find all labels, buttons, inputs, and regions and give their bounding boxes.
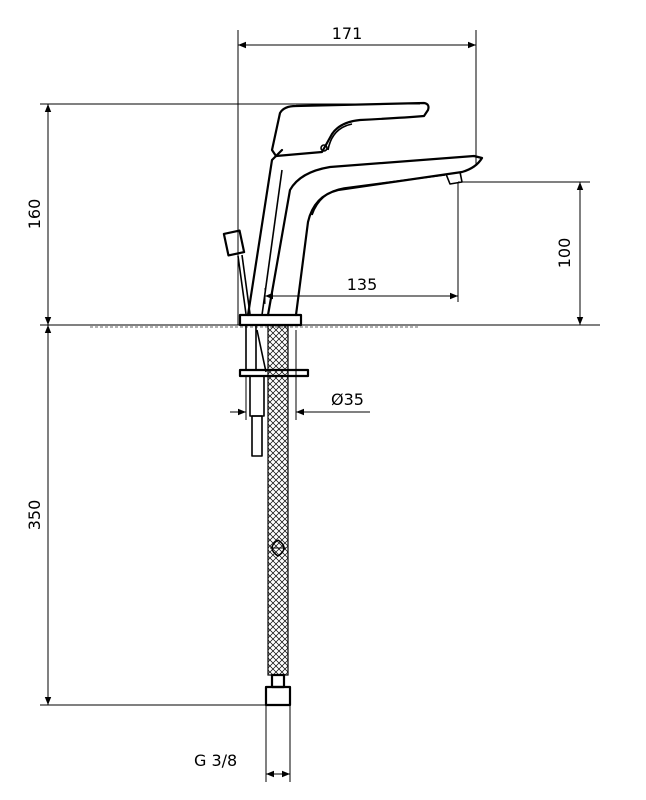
dim-label-350: 350	[25, 500, 44, 531]
lever-handle	[270, 101, 430, 158]
dim-thread: G 3/8	[194, 705, 291, 782]
dim-top-width: 171	[237, 24, 477, 325]
dim-hole-diameter: Ø35	[230, 330, 370, 420]
dim-hose-length: 350	[25, 325, 280, 706]
dim-spout-height: 100	[458, 181, 590, 325]
faucet-body	[238, 148, 484, 327]
drain-rod	[222, 229, 251, 315]
dim-spout-reach: 135	[264, 182, 459, 304]
dim-label-135: 135	[347, 275, 378, 294]
deck-line	[40, 324, 600, 328]
dim-label-d35: Ø35	[331, 390, 364, 409]
dim-label-160: 160	[25, 199, 44, 230]
dim-label-g38: G 3/8	[194, 751, 237, 770]
hose-nut	[264, 673, 292, 707]
dim-label-171: 171	[332, 24, 363, 43]
flexible-hose	[267, 324, 289, 676]
dim-label-100: 100	[555, 238, 574, 269]
